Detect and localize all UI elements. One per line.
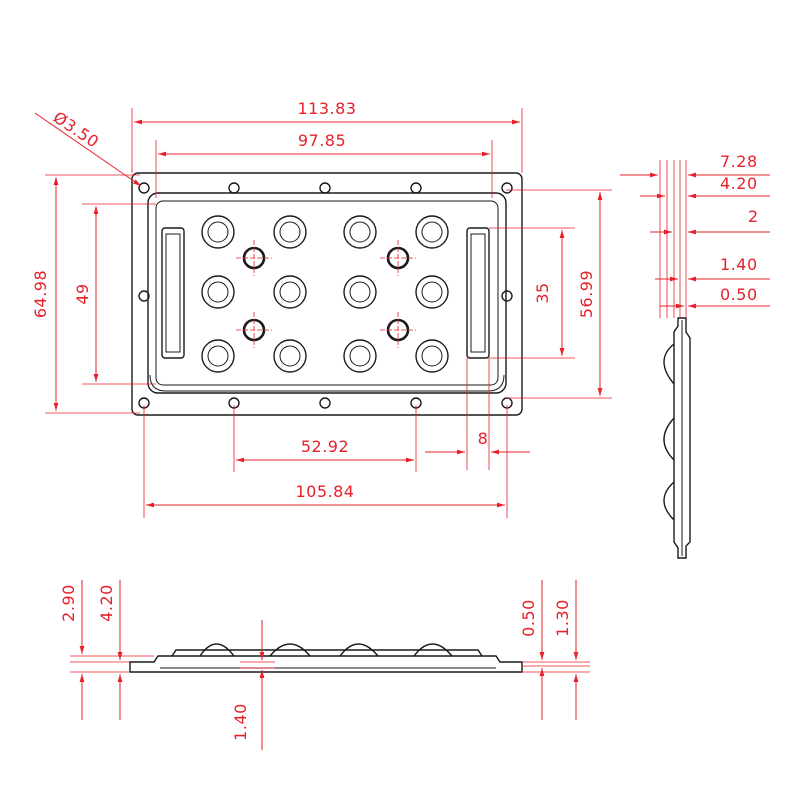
lens	[273, 275, 307, 309]
lens	[415, 339, 449, 373]
lens	[343, 339, 377, 373]
side-view: 7.28 4.20 2 1.40 0.50	[620, 152, 770, 559]
left-rail	[161, 227, 185, 359]
mounting-hole	[501, 182, 513, 194]
dim-side-flange: 2	[748, 207, 759, 226]
inner-body-inner	[155, 200, 499, 386]
side-lens-1	[663, 343, 675, 385]
dim-side-edge: 0.50	[720, 285, 758, 304]
dim-bottom-center: 1.40	[231, 703, 250, 741]
dim-hole-spacing-half: 52.92	[301, 437, 349, 456]
front-lens-2	[269, 643, 311, 657]
lens	[273, 339, 307, 373]
center-mark	[380, 312, 416, 348]
front-lens-1	[199, 643, 235, 657]
front-lens-4	[413, 643, 453, 657]
dim-bottom-left-1: 2.90	[59, 584, 78, 622]
side-profile	[673, 317, 691, 559]
dim-side-total: 7.28	[720, 152, 758, 171]
dim-rail-spacing: 35	[533, 282, 552, 303]
mounting-hole	[501, 290, 513, 302]
mounting-hole	[228, 182, 240, 194]
dim-bottom-right-2: 1.30	[553, 599, 572, 637]
lens	[415, 215, 449, 249]
side-lens-3	[663, 481, 675, 521]
mounting-hole	[410, 182, 422, 194]
lens	[201, 339, 235, 373]
dim-inner-height-right: 56.99	[577, 270, 596, 318]
dim-bottom-right-1: 0.50	[519, 599, 538, 637]
front-lens-3	[339, 643, 379, 657]
mounting-hole	[138, 290, 150, 302]
center-mark	[380, 240, 416, 276]
lens	[273, 215, 307, 249]
outer-flange	[131, 172, 523, 416]
lens	[201, 275, 235, 309]
dim-hole-spacing-full: 105.84	[296, 482, 355, 501]
dim-overall-height: 64.98	[31, 270, 50, 318]
dim-side-lens: 4.20	[720, 174, 758, 193]
side-lens-2	[663, 417, 675, 461]
dim-inner-width: 97.85	[298, 131, 346, 150]
front-view: 2.90 4.20 1.40 0.50 1.30	[59, 580, 590, 750]
center-mark	[236, 240, 272, 276]
mounting-hole	[319, 182, 331, 194]
lens	[415, 275, 449, 309]
lens	[201, 215, 235, 249]
lens	[343, 275, 377, 309]
dim-rail-offset: 8	[478, 429, 489, 448]
dim-bottom-left-2: 4.20	[97, 584, 116, 622]
dim-inner-height-left: 49	[73, 283, 92, 304]
right-rail	[466, 227, 490, 359]
dim-side-base: 1.40	[720, 255, 758, 274]
center-mark	[236, 312, 272, 348]
lens	[343, 215, 377, 249]
inner-body-lip	[149, 374, 505, 392]
dim-overall-width: 113.83	[298, 99, 357, 118]
front-profile	[129, 655, 523, 673]
mounting-hole	[319, 397, 331, 409]
top-view: 113.83 97.85 Ø3.50 64.98 49 35 56.99	[31, 99, 612, 518]
mounting-hole	[138, 182, 150, 194]
dim-hole-diameter: Ø3.50	[50, 108, 103, 152]
